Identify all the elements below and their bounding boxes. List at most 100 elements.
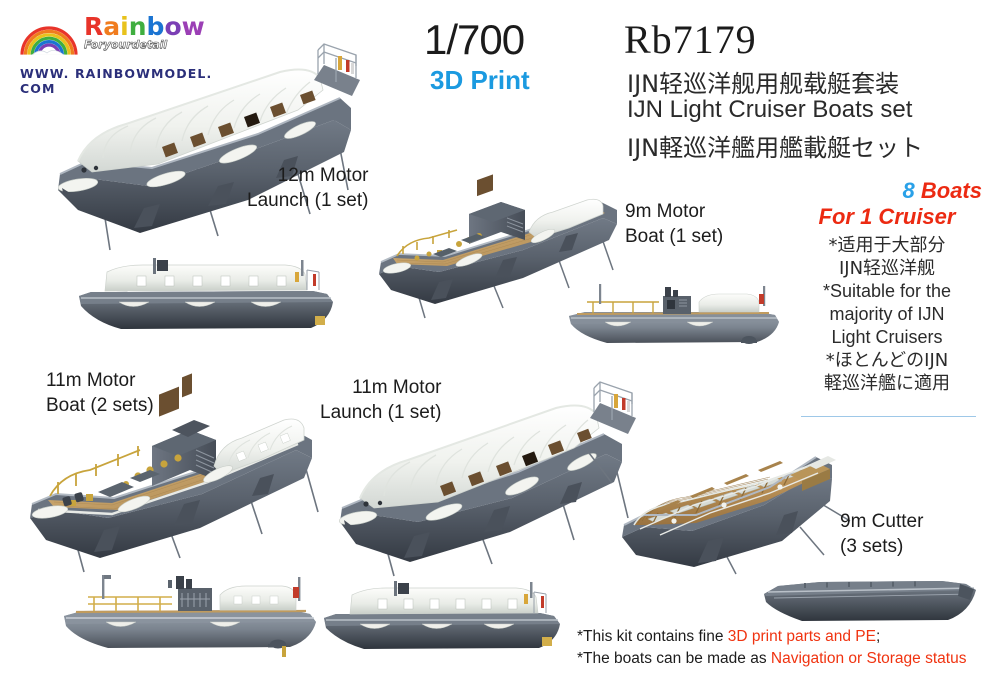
footer-line-1-highlight: 3D print parts and PE <box>727 628 876 645</box>
gunwale <box>767 587 975 593</box>
boat-art-9m-cutter <box>585 443 864 575</box>
caption-line-2: Launch (1 set) <box>320 402 442 423</box>
boat-art-11m-motor-boat <box>22 373 332 575</box>
caption-line-2: (3 sets) <box>840 536 904 557</box>
stern-transom <box>958 584 974 600</box>
footer-line-1: *This kit contains fine 3D print parts a… <box>577 626 966 648</box>
rainbow-arc-icon <box>20 26 78 57</box>
keel-blocks <box>94 474 274 552</box>
caption-line-2: Launch (1 set) <box>247 190 369 211</box>
caption-9m-cutter: 9m Cutter (3 sets) <box>840 509 923 559</box>
hull-lower <box>379 218 617 304</box>
caption-line-1: 11m Motor <box>352 377 442 398</box>
note-line: *Suitable for the <box>822 281 952 301</box>
mast-and-stern-gear <box>394 581 552 646</box>
canopy-ribs <box>102 81 311 159</box>
note-line: *适用于大部分 <box>828 235 946 256</box>
side-windows <box>377 598 518 610</box>
side-fenders <box>359 623 515 629</box>
caption-11m-motor-launch: 11m Motor Launch (1 set) <box>320 375 441 425</box>
caption-line-2: Boat (2 sets) <box>46 395 154 416</box>
stern-railing <box>590 381 636 434</box>
brand-wordmark: Rainbow <box>84 12 205 41</box>
brand-logo: Rainbow Foryourdetail WWW. RAINBOWMODEL.… <box>18 14 218 96</box>
brass-railing <box>396 229 458 257</box>
caption-11m-motor-boat: 11m Motor Boat (2 sets) <box>46 368 154 418</box>
display-stand-legs <box>585 448 851 575</box>
fenders <box>31 465 233 519</box>
title-english: IJN Light Cruiser Boats set <box>627 96 913 123</box>
fwd-mast <box>599 284 602 304</box>
keel-blocks <box>404 482 582 558</box>
boat-art-9m-motor-boat <box>373 174 638 322</box>
side-windows <box>136 275 287 287</box>
deck-hatches <box>433 234 485 257</box>
brass-railing-side <box>88 596 172 611</box>
fenders <box>338 453 597 526</box>
note-line: IJN轻巡洋舰 <box>838 258 936 279</box>
boats-count-number: 8 <box>902 178 915 203</box>
boat-art-12m-launch-side <box>75 258 345 340</box>
footer-notes: *This kit contains fine 3D print parts a… <box>577 626 966 670</box>
title-chinese: IJN轻巡洋舰用舰载艇套装 <box>627 70 900 98</box>
keel-blocks <box>431 233 578 300</box>
caption-line-1: 9m Cutter <box>840 511 924 532</box>
bow-fittings <box>344 500 383 529</box>
side-fenders <box>604 321 714 327</box>
boat-art-11m-boat-side <box>60 572 335 660</box>
caption-line-1: 12m Motor <box>277 165 369 186</box>
oars <box>656 461 783 511</box>
footer-line-2: *The boats can be made as Navigation or … <box>577 648 966 670</box>
hull-lower <box>30 450 312 558</box>
aft-canopy-side <box>698 293 760 313</box>
canopy-windows <box>235 432 291 462</box>
footer-line-1-post: ; <box>875 628 881 645</box>
deck-hatches <box>98 470 160 497</box>
caption-line-2: Boat (1 set) <box>625 226 724 247</box>
deck-edge <box>75 609 307 614</box>
deckhouse-side <box>168 576 212 611</box>
caption-line-1: 9m Motor <box>625 201 706 222</box>
cabin-windows <box>440 428 592 497</box>
propeller <box>268 639 286 657</box>
stern-locker <box>790 456 836 491</box>
deckhouse <box>152 373 216 486</box>
cabin-windows <box>162 90 316 158</box>
rope-cleats <box>671 484 783 524</box>
aft-canopy <box>528 198 604 239</box>
note-line: *ほとんどのIJN <box>825 350 949 371</box>
canopy-side <box>104 264 308 292</box>
boat-art-9m-cutter-side <box>760 572 982 630</box>
caption-line-1: 11m Motor <box>46 370 136 391</box>
deckhouse-side <box>663 287 691 314</box>
keel-blocks <box>134 156 298 228</box>
boat-art-9m-boat-side <box>563 282 793 350</box>
boat-art-11m-motor-launch <box>332 381 642 579</box>
brand-tagline: Foryourdetail <box>84 38 168 52</box>
boat-art-11m-launch-side <box>320 581 570 660</box>
caption-12m-motor-launch: 12m Motor Launch (1 set) <box>247 163 368 213</box>
print-type-label: 3D Print <box>430 65 530 95</box>
flag <box>293 587 299 598</box>
scale-label: 1/700 <box>424 16 525 63</box>
note-line: Light Cruisers <box>831 327 943 347</box>
bollards <box>62 492 84 507</box>
side-fenders <box>105 621 241 627</box>
aft-mast <box>298 577 301 601</box>
footer-line-1-pre: *This kit contains fine <box>577 628 728 645</box>
footer-line-2-pre: *The boats can be made as <box>577 650 771 667</box>
footer-line-2-highlight: Navigation or Storage status <box>770 650 967 667</box>
side-fenders <box>118 301 282 307</box>
notes-divider <box>801 416 976 417</box>
propeller <box>741 336 757 344</box>
boats-count-word: Boats <box>914 178 982 203</box>
hull-lower <box>622 473 832 567</box>
boats-for-line: For 1 Cruiser <box>818 204 956 229</box>
title-japanese: IJN軽巡洋艦用艦載艇セット <box>627 134 924 162</box>
boat-art-12m-motor-launch <box>48 38 378 253</box>
bow-fittings <box>62 165 99 196</box>
thole-pins <box>804 581 916 588</box>
hull-lower <box>340 454 622 562</box>
canopy-windows-side <box>233 595 279 605</box>
